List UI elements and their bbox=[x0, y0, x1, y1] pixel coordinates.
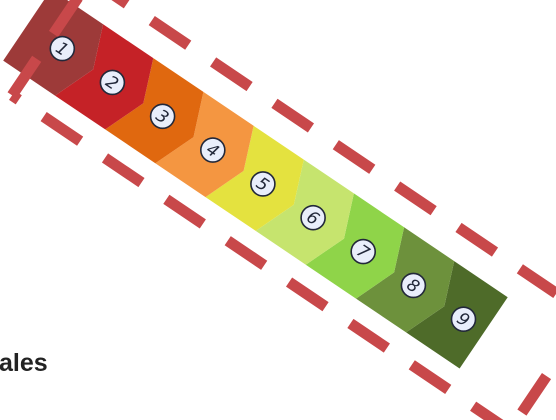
dashed-outline-edge bbox=[111, 0, 556, 300]
dashed-outline-edge bbox=[7, 0, 84, 99]
step-3-badge: 3 bbox=[149, 103, 176, 130]
step-8-badge-circle bbox=[400, 272, 427, 299]
step-4-badge-circle bbox=[200, 137, 226, 163]
step-1-badge-circle bbox=[49, 35, 76, 62]
step-2-badge: 2 bbox=[99, 69, 126, 96]
step-5-badge-circle bbox=[250, 171, 276, 197]
partial-heading-text: ales bbox=[0, 349, 48, 377]
dashed-outline bbox=[7, 0, 556, 420]
step-7-badge: 7 bbox=[350, 238, 377, 265]
step-9-badge-circle bbox=[450, 306, 477, 333]
step-3-badge-circle bbox=[149, 103, 176, 130]
step-6-badge: 6 bbox=[300, 204, 326, 231]
step-6-badge-circle bbox=[300, 204, 326, 231]
dashed-outline-edge bbox=[510, 352, 556, 420]
dashed-outline-edge bbox=[9, 90, 504, 420]
step-8-badge: 8 bbox=[400, 272, 427, 299]
step-1-badge: 1 bbox=[49, 35, 76, 62]
step-2-badge-circle bbox=[99, 69, 126, 96]
step-4-badge: 4 bbox=[200, 137, 226, 163]
step-9-badge: 9 bbox=[450, 306, 477, 333]
step-5-badge: 5 bbox=[250, 171, 276, 197]
step-7-badge-circle bbox=[350, 238, 377, 265]
